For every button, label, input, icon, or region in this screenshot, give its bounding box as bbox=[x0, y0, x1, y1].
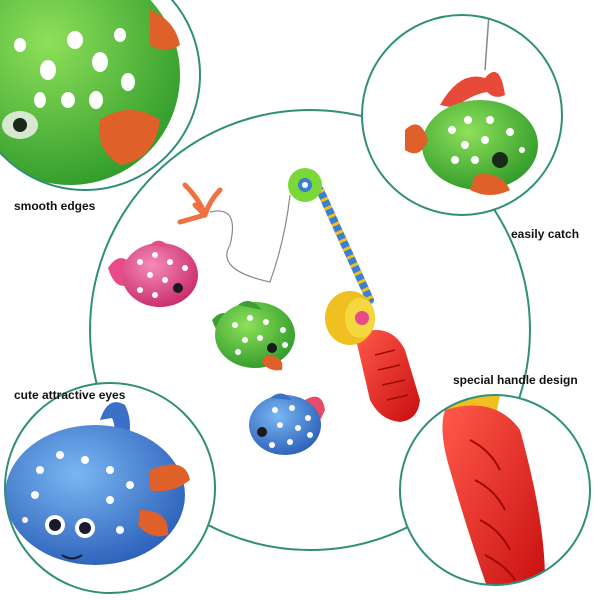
label-easily-catch: easily catch bbox=[511, 227, 580, 241]
green-fish-closeup bbox=[0, 0, 201, 191]
blue-fish-closeup bbox=[4, 382, 216, 594]
pink-fish bbox=[108, 240, 198, 307]
label-cute-eyes: cute attractive eyes bbox=[14, 388, 126, 402]
fish-with-hook-closeup bbox=[361, 14, 563, 216]
fishing-rod bbox=[288, 168, 420, 422]
connector-ring bbox=[89, 109, 531, 551]
hook bbox=[177, 182, 223, 225]
label-handle-design: special handle design bbox=[453, 373, 578, 387]
blue-fish bbox=[249, 393, 325, 455]
fishing-line bbox=[209, 194, 291, 283]
green-fish bbox=[212, 301, 295, 371]
red-handle-closeup bbox=[399, 394, 591, 586]
label-smooth-edges: smooth edges bbox=[14, 199, 96, 213]
